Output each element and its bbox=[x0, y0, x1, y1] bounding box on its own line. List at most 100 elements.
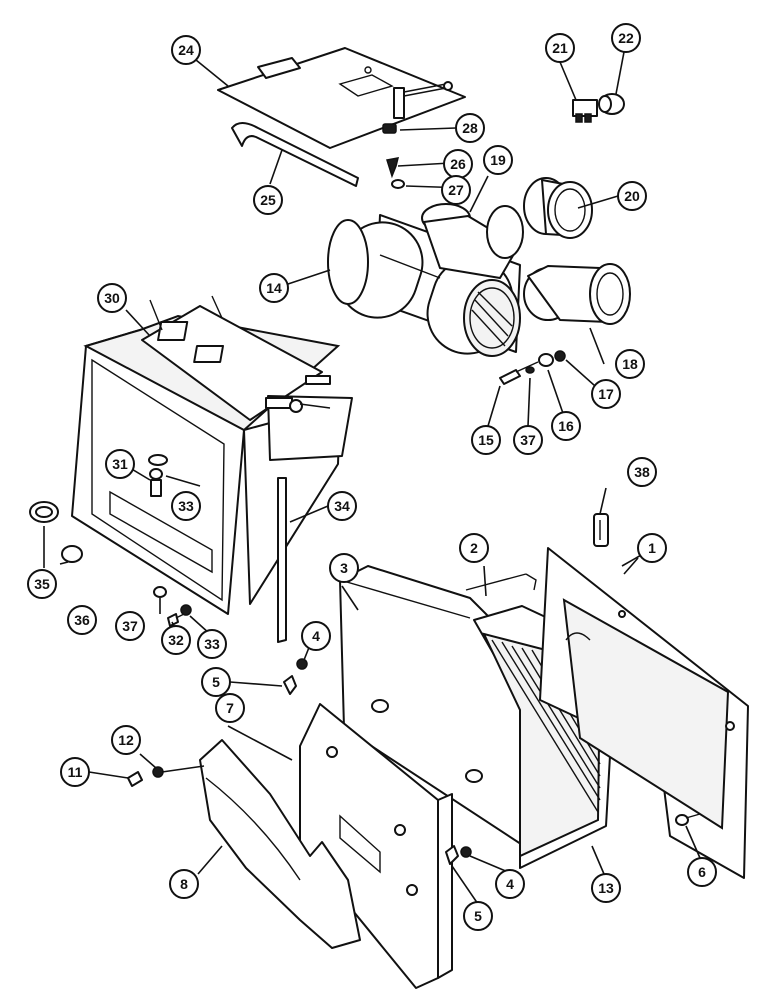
leader-lines bbox=[43, 51, 701, 905]
svg-text:30: 30 bbox=[104, 290, 120, 306]
plug bbox=[61, 545, 83, 563]
svg-text:32: 32 bbox=[168, 632, 184, 648]
callout: 2 bbox=[459, 533, 489, 563]
svg-text:34: 34 bbox=[334, 498, 350, 514]
svg-text:14: 14 bbox=[266, 280, 282, 296]
screw-6 bbox=[675, 813, 701, 826]
callout: 5 bbox=[463, 901, 493, 931]
callout: 27 bbox=[441, 175, 471, 205]
svg-text:36: 36 bbox=[74, 612, 90, 628]
housing-fitting bbox=[148, 454, 168, 497]
callout: 13 bbox=[591, 873, 621, 903]
svg-text:17: 17 bbox=[598, 386, 614, 402]
svg-text:31: 31 bbox=[112, 456, 128, 472]
callout: 26 bbox=[443, 149, 473, 179]
svg-text:6: 6 bbox=[698, 864, 706, 880]
svg-text:20: 20 bbox=[624, 188, 640, 204]
callout: 33 bbox=[171, 491, 201, 521]
duct-elbow-upper bbox=[421, 203, 524, 279]
svg-text:5: 5 bbox=[474, 908, 482, 924]
svg-text:21: 21 bbox=[552, 40, 568, 56]
svg-text:18: 18 bbox=[622, 356, 638, 372]
svg-text:3: 3 bbox=[340, 560, 348, 576]
svg-text:38: 38 bbox=[634, 464, 650, 480]
callout: 11 bbox=[60, 757, 90, 787]
svg-text:8: 8 bbox=[180, 876, 188, 892]
svg-text:1: 1 bbox=[648, 540, 656, 556]
callout: 7 bbox=[215, 693, 245, 723]
callout: 37 bbox=[513, 425, 543, 455]
svg-text:11: 11 bbox=[68, 764, 83, 780]
strip bbox=[277, 477, 287, 643]
svg-text:37: 37 bbox=[122, 618, 138, 634]
knob bbox=[598, 93, 625, 115]
svg-text:7: 7 bbox=[226, 700, 234, 716]
small-hardware-top bbox=[382, 123, 405, 189]
callout: 17 bbox=[591, 379, 621, 409]
svg-text:26: 26 bbox=[450, 156, 466, 172]
callout: 16 bbox=[551, 411, 581, 441]
callout: 32 bbox=[161, 625, 191, 655]
callout: 28 bbox=[455, 113, 485, 143]
housing-fasteners bbox=[153, 586, 192, 627]
duct-elbow-lower bbox=[523, 263, 631, 325]
callout: 34 bbox=[327, 491, 357, 521]
callout: 33 bbox=[197, 629, 227, 659]
callout: 31 bbox=[105, 449, 135, 479]
callout: 3 bbox=[329, 553, 359, 583]
callout: 25 bbox=[253, 185, 283, 215]
duct-ring bbox=[523, 177, 593, 239]
callout: 38 bbox=[627, 457, 657, 487]
callout: 5 bbox=[201, 667, 231, 697]
callout: 18 bbox=[615, 349, 645, 379]
svg-text:24: 24 bbox=[178, 42, 194, 58]
callout: 20 bbox=[617, 181, 647, 211]
callout: 12 bbox=[111, 725, 141, 755]
cover-plate bbox=[217, 47, 466, 149]
callout: 22 bbox=[611, 23, 641, 53]
svg-text:27: 27 bbox=[448, 182, 464, 198]
shield bbox=[199, 739, 361, 949]
callout: 14 bbox=[259, 273, 289, 303]
svg-text:35: 35 bbox=[34, 576, 50, 592]
callout: 15 bbox=[471, 425, 501, 455]
svg-text:22: 22 bbox=[618, 30, 634, 46]
seal-strip bbox=[231, 122, 359, 187]
callout: 36 bbox=[67, 605, 97, 635]
wingnuts bbox=[283, 658, 472, 865]
blower-fasteners bbox=[499, 350, 566, 385]
switch bbox=[572, 99, 598, 123]
callout: 35 bbox=[27, 569, 57, 599]
blower-assembly bbox=[327, 214, 521, 357]
callout: 24 bbox=[171, 35, 201, 65]
svg-text:13: 13 bbox=[598, 880, 614, 896]
svg-text:2: 2 bbox=[470, 540, 478, 556]
svg-text:37: 37 bbox=[520, 432, 536, 448]
svg-text:19: 19 bbox=[490, 152, 506, 168]
callout: 6 bbox=[687, 857, 717, 887]
svg-text:16: 16 bbox=[558, 418, 574, 434]
callout: 30 bbox=[97, 283, 127, 313]
svg-text:15: 15 bbox=[478, 432, 494, 448]
fastener-11-12 bbox=[127, 765, 205, 787]
svg-text:12: 12 bbox=[118, 732, 134, 748]
svg-text:28: 28 bbox=[462, 120, 478, 136]
clip-38 bbox=[593, 513, 609, 547]
callout: 8 bbox=[169, 869, 199, 899]
callout: 21 bbox=[545, 33, 575, 63]
callout: 4 bbox=[495, 869, 525, 899]
svg-text:33: 33 bbox=[204, 636, 220, 652]
svg-text:4: 4 bbox=[312, 628, 320, 644]
callout: 4 bbox=[301, 621, 331, 651]
callout: 37 bbox=[115, 611, 145, 641]
svg-text:5: 5 bbox=[212, 674, 220, 690]
callout: 1 bbox=[637, 533, 667, 563]
rod bbox=[465, 573, 537, 591]
callout: 19 bbox=[483, 145, 513, 175]
grommet-large bbox=[29, 501, 59, 523]
svg-text:25: 25 bbox=[260, 192, 276, 208]
svg-text:33: 33 bbox=[178, 498, 194, 514]
frame-panel bbox=[539, 547, 749, 879]
svg-text:4: 4 bbox=[506, 876, 514, 892]
